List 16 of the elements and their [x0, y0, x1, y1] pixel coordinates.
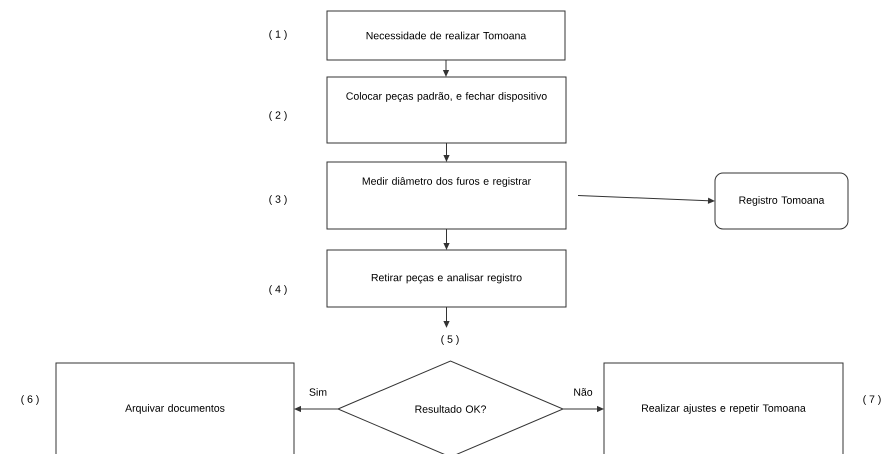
process-box: Arquivar documentos [56, 362, 294, 454]
edge-label: Sim [308, 387, 328, 397]
step-number: ( 1 ) [269, 30, 287, 40]
process-box: Medir diâmetro dos furos e registrar [326, 162, 566, 230]
process-box: Colocar peças padrão, e fechar dispositivo [326, 76, 566, 144]
process-box: Realizar ajustes e repetir Tomoana [604, 362, 844, 454]
step-number: ( 2 ) [269, 111, 287, 121]
document-box: Registro Tomoana [714, 172, 848, 230]
step-number: ( 4 ) [269, 285, 287, 295]
step-number: ( 6 ) [21, 395, 39, 405]
process-box: Necessidade de realizar Tomoana [326, 10, 566, 60]
edge-label: Não [572, 387, 594, 397]
process-box: Retirar peças e analisar registro [326, 250, 566, 308]
step-number: ( 5 ) [441, 335, 459, 345]
step-number: ( 3 ) [269, 195, 287, 205]
step-number: ( 7 ) [863, 395, 881, 405]
